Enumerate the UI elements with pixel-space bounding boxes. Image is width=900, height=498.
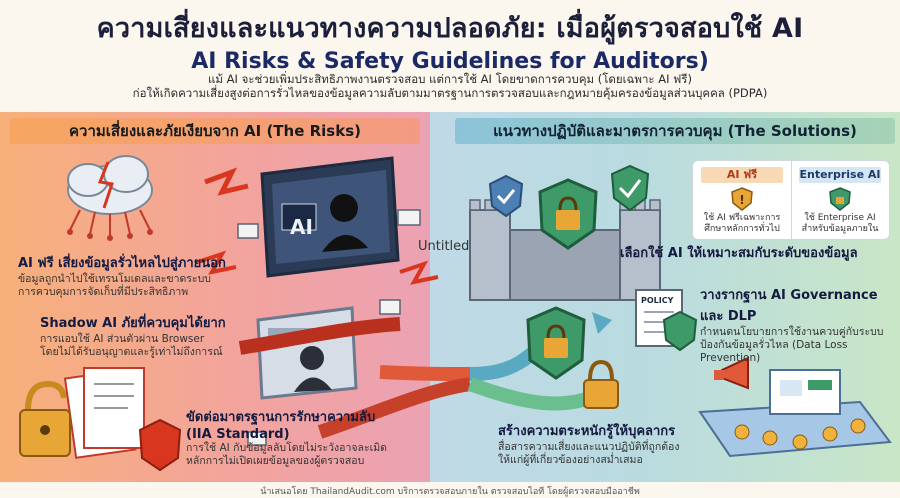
shield-check-icon <box>610 164 650 212</box>
shield-check-icon <box>488 174 524 218</box>
solution-item-title: วางรากฐาน AI Governance <box>700 288 878 303</box>
lightning-icon <box>399 260 439 285</box>
shield-lock-icon <box>829 187 851 211</box>
risks-heading: ความเสี่ยงและภัยเงียบจาก AI (The Risks) <box>10 118 420 144</box>
risk-item-desc: การควบคุมการจัดเก็บที่มีประสิทธิภาพ <box>18 286 189 298</box>
risk-item-iia: ขัดต่อมาตรฐานการรักษาความลับ (IIA Standa… <box>186 406 426 468</box>
free-ai-text-line: ใช้ AI ฟรีเฉพาะการ <box>703 213 781 223</box>
solution-item-title-2: และ DLP <box>700 309 757 324</box>
ai-screen-hacker <box>260 156 400 278</box>
risk-item-title-2: (IIA Standard) <box>186 427 290 442</box>
solution-item-desc: ให้แก่ผู้ที่เกี่ยวข้องอย่างสม่ำเสมอ <box>498 454 643 466</box>
risk-item-desc: โดยไม่ได้รับอนุญาตและรู้เท่าไม่ถึงการณ์ <box>40 346 223 358</box>
free-ai-tag: AI ฟรี <box>701 167 783 183</box>
enterprise-ai-text-line: ใช้ Enterprise AI <box>804 213 876 223</box>
risk-item-free-ai: AI ฟรี เสี่ยงข้อมูลรั่วไหลไปสู่ภายนอก ข้… <box>18 252 258 299</box>
shadow-ai-screen <box>256 306 358 400</box>
free-ai-column: AI ฟรี ! ใช้ AI ฟรีเฉพาะการ ศึกษาหลักการ… <box>693 161 792 239</box>
megaphone-icon <box>714 356 749 390</box>
fire-shield-icon <box>138 418 182 472</box>
untitled-overlay-text: Untitled <box>418 239 470 254</box>
cloud-icon <box>67 155 153 241</box>
page-title-thai: ความเสี่ยงและแนวทางความปลอดภัย: เมื่อผู้… <box>96 13 804 44</box>
leaked-documents-icon <box>63 367 145 459</box>
padlock-icon <box>583 359 619 409</box>
training-stage-icon <box>698 369 892 458</box>
shield-lock-icon <box>538 178 598 250</box>
enterprise-ai-column: Enterprise AI ใช้ Enterprise AI สำหรับข้… <box>791 161 889 239</box>
ai-screen-label: AI <box>290 215 313 239</box>
risk-item-desc: หลักการไม่เปิดเผยข้อมูลของผู้ตรวจสอบ <box>186 455 365 467</box>
subtitle-line-1: แม้ AI จะช่วยเพิ่มประสิทธิภาพงานตรวจสอบ … <box>208 72 692 86</box>
infographic-main: ความเสี่ยงและภัยเงียบจาก AI (The Risks) … <box>0 112 900 482</box>
risk-item-desc: ข้อมูลถูกนำไปใช้เทรนโมเดลและขาดระบบ <box>18 273 211 285</box>
broken-lock-icon <box>19 380 71 457</box>
solutions-heading: แนวทางปฏิบัติและมาตรการควบคุม (The Solut… <box>455 118 895 144</box>
envelope-icon <box>237 209 421 446</box>
subtitle-line-2: ก่อให้เกิดความเสี่ยงสูงต่อการรั่วไหลของข… <box>132 86 768 100</box>
enterprise-ai-tag: Enterprise AI <box>799 167 881 183</box>
solution-item-desc: สื่อสารความเสี่ยงและแนวปฏิบัติที่ถูกต้อง <box>498 441 680 453</box>
shield-lock-icon <box>526 306 586 380</box>
risk-flow-arrows <box>238 317 472 439</box>
risk-item-title: Shadow AI ภัยที่ควบคุมได้ยาก <box>40 316 226 331</box>
warning-shield-icon: ! <box>731 187 753 211</box>
risk-item-desc: การแอบใช้ AI ส่วนตัวผ่าน Browser <box>40 333 205 345</box>
solution-item-data-level: เลือกใช้ AI ให้เหมาะสมกับระดับของข้อมูล <box>620 242 900 263</box>
risk-item-title: AI ฟรี เสี่ยงข้อมูลรั่วไหลไปสู่ภายนอก <box>18 256 226 271</box>
free-ai-text-line: ศึกษาหลักการทั่วไป <box>704 224 780 234</box>
policy-label: POLICY <box>641 296 674 305</box>
ai-comparison-panel: AI ฟรี ! ใช้ AI ฟรีเฉพาะการ ศึกษาหลักการ… <box>692 160 890 240</box>
svg-text:!: ! <box>739 193 744 207</box>
solution-item-title: เลือกใช้ AI ให้เหมาะสมกับระดับของข้อมูล <box>620 246 858 261</box>
enterprise-ai-text: ใช้ Enterprise AI สำหรับข้อมูลภายใน <box>795 213 885 235</box>
lightning-icon <box>197 250 237 275</box>
page-title-english: AI Risks & Safety Guidelines for Auditor… <box>191 49 709 74</box>
solution-item-desc: ป้องกันข้อมูลรั่วไหล (Data Loss Preventi… <box>700 339 848 364</box>
central-illustration <box>19 155 892 472</box>
page-subtitle: แม้ AI จะช่วยเพิ่มประสิทธิภาพงานตรวจสอบ … <box>0 72 900 100</box>
solution-item-desc: กำหนดนโยบายการใช้งานควบคู่กับระบบ <box>700 326 884 338</box>
footer-credit: นำเสนอโดย ThailandAudit.com บริการตรวจสอ… <box>260 487 640 497</box>
risk-item-title: ขัดต่อมาตรฐานการรักษาความลับ <box>186 410 376 425</box>
enterprise-ai-text-line: สำหรับข้อมูลภายใน <box>801 224 879 234</box>
risk-item-shadow-ai: Shadow AI ภัยที่ควบคุมได้ยาก การแอบใช้ A… <box>40 312 260 359</box>
solution-item-awareness: สร้างความตระหนักรู้ให้บุคลากร สื่อสารควา… <box>498 420 708 467</box>
audience-icon <box>734 418 866 450</box>
free-ai-text: ใช้ AI ฟรีเฉพาะการ ศึกษาหลักการทั่วไป <box>697 213 787 235</box>
solution-item-governance: วางรากฐาน AI Governance และ DLP กำหนดนโย… <box>700 284 900 365</box>
page-title-block: ความเสี่ยงและแนวทางความปลอดภัย: เมื่อผู้… <box>0 6 900 74</box>
solution-item-title: สร้างความตระหนักรู้ให้บุคลากร <box>498 424 676 439</box>
risk-item-desc: การใช้ AI กับข้อมูลลับโดยไม่ระวังอาจละเม… <box>186 442 387 454</box>
policy-document-icon <box>635 289 698 352</box>
lightning-icon <box>204 167 249 196</box>
